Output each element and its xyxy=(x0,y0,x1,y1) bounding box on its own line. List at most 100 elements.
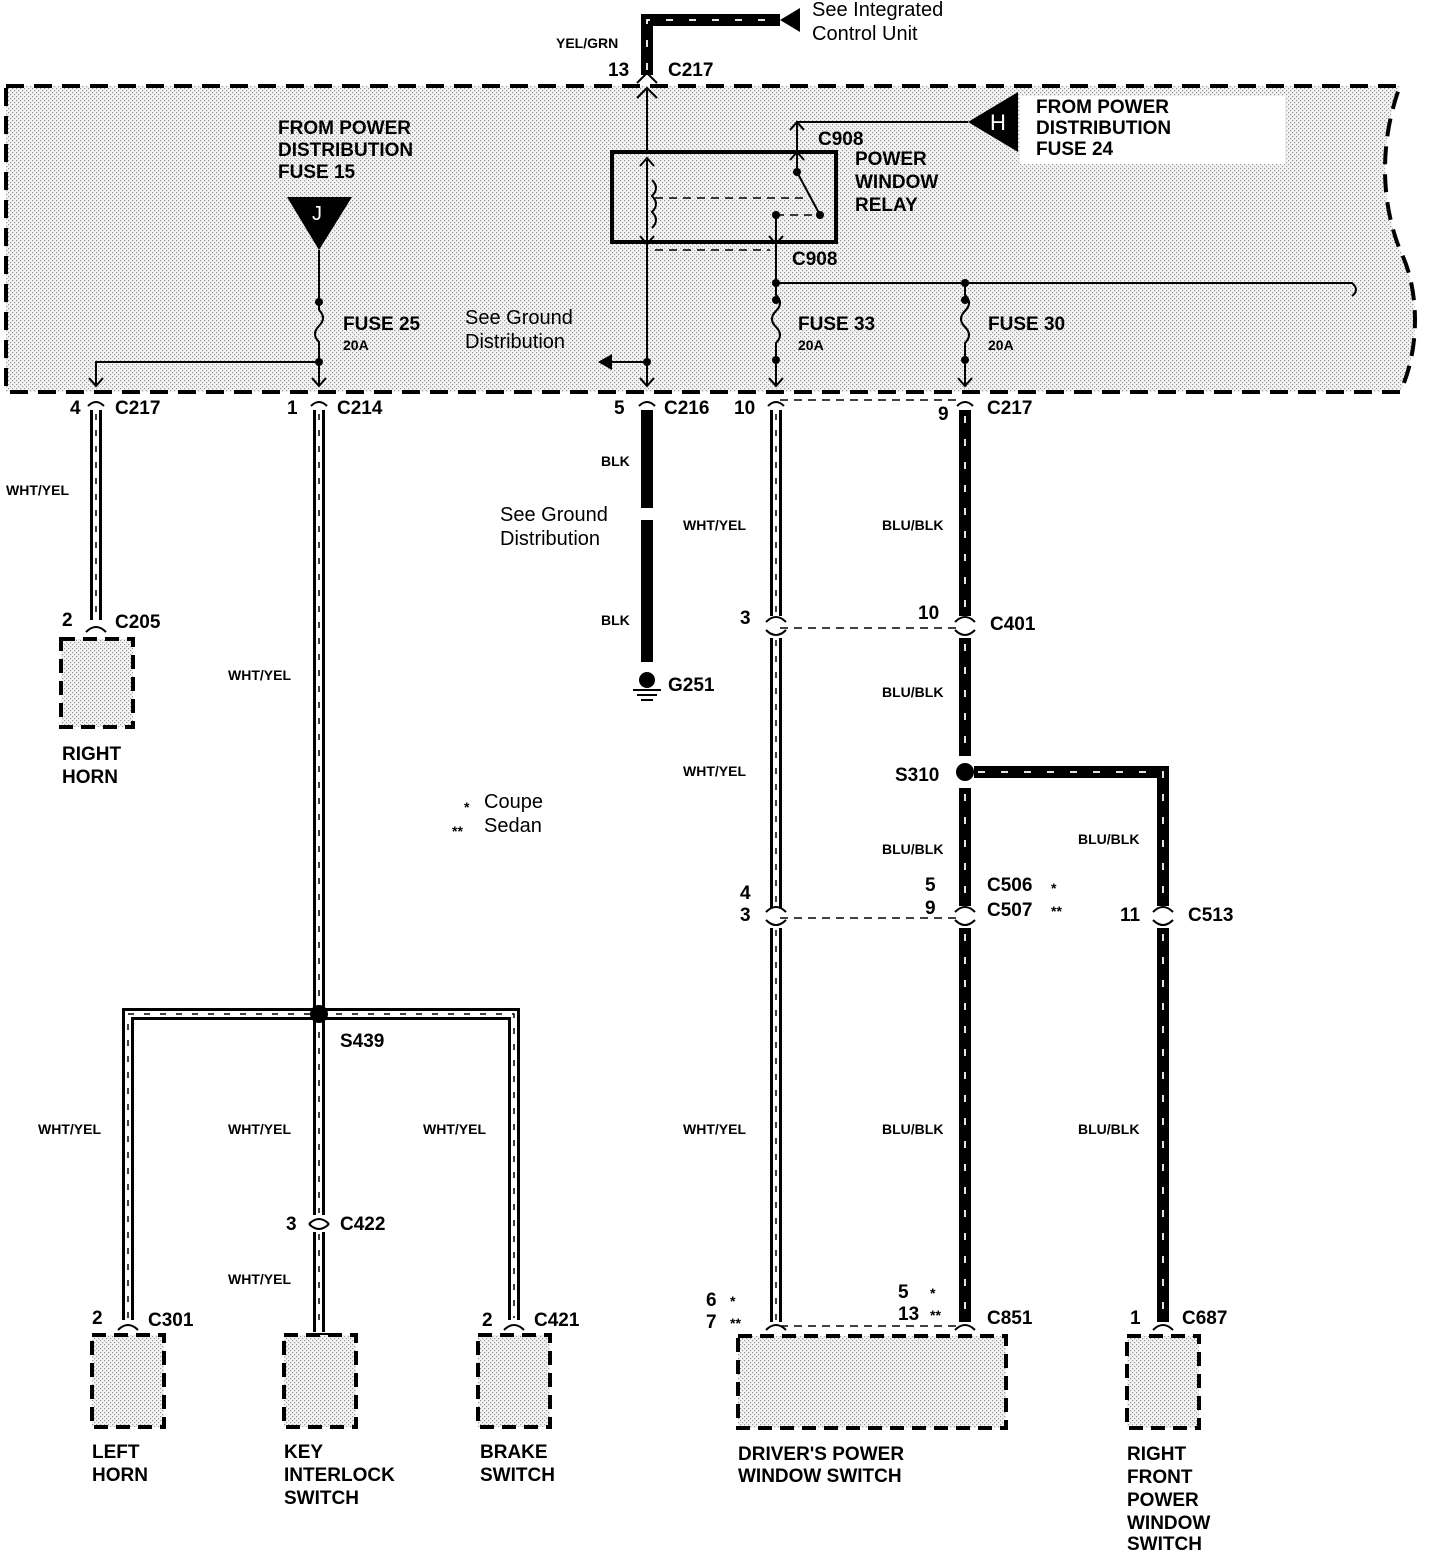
fuse30-rating: 20A xyxy=(988,337,1014,353)
fuse24-line1: FROM POWER xyxy=(1036,97,1169,118)
wire-label-blu-rf-2: BLU/BLK xyxy=(1078,1121,1139,1137)
wire-label-drv-2: WHT/YEL xyxy=(683,763,746,779)
wire-label-blu-4: BLU/BLK xyxy=(882,1121,943,1137)
source-h: H xyxy=(789,92,1018,152)
rf-switch-line2: FRONT xyxy=(1127,1467,1193,1488)
c851-mark-d: ** xyxy=(930,1307,941,1323)
left-horn xyxy=(90,1333,166,1429)
relay-line2: WINDOW xyxy=(855,172,938,193)
rf-switch-line5: SWITCH xyxy=(1127,1534,1202,1552)
legend-sedan: Sedan xyxy=(484,815,542,837)
c687-pin: 1 xyxy=(1130,1308,1141,1329)
c687-name: C687 xyxy=(1182,1308,1227,1329)
left-horn-line1: LEFT xyxy=(92,1442,140,1463)
box-exit-connector-marks xyxy=(87,401,974,407)
c216-name: C216 xyxy=(664,398,709,419)
wire-label-blk-lower: BLK xyxy=(601,612,630,628)
c507-mark: ** xyxy=(1051,903,1062,919)
c214-name: C214 xyxy=(337,398,383,419)
key-interlock-line1: KEY xyxy=(284,1442,323,1463)
fuse33-pin: 10 xyxy=(734,398,755,419)
rf-switch-line3: POWER xyxy=(1127,1490,1199,1511)
key-interlock-switch xyxy=(282,1333,358,1429)
c851-pin-d: 13 xyxy=(898,1304,919,1325)
legend-sedan-mark: ** xyxy=(452,823,463,839)
wire-right-horn xyxy=(85,410,107,633)
relay-conn-top: C908 xyxy=(818,129,863,150)
c217-left-pin: 4 xyxy=(70,398,81,419)
fuse15-line1: FROM POWER xyxy=(278,118,411,139)
left-horn-line2: HORN xyxy=(92,1465,148,1486)
rf-switch-line4: WINDOW xyxy=(1127,1513,1210,1534)
c513-name: C513 xyxy=(1188,905,1233,926)
c507-name: C507 xyxy=(987,900,1032,921)
c216-pin: 5 xyxy=(614,398,625,419)
connector-c217-top xyxy=(636,71,658,84)
c217-left-name: C217 xyxy=(115,398,160,419)
wire-label-yel-grn: YEL/GRN xyxy=(556,35,618,51)
fuse25-rating: 20A xyxy=(343,337,369,353)
splice-s439 xyxy=(310,1005,328,1023)
brake-switch-line2: SWITCH xyxy=(480,1465,555,1486)
ground-note-lower-2: Distribution xyxy=(500,528,600,550)
c421-name: C421 xyxy=(534,1310,580,1331)
fuse24-line3: FUSE 24 xyxy=(1036,139,1114,160)
c851-mark-a: * xyxy=(730,1293,736,1309)
wire-label-blu-1: BLU/BLK xyxy=(882,517,943,533)
wire-fuse30-blu-blk xyxy=(954,410,1174,1331)
c851-pin-c: 5 xyxy=(898,1282,909,1303)
fuse15-line2: DISTRIBUTION xyxy=(278,140,413,161)
c851-name: C851 xyxy=(987,1308,1033,1329)
right-front-power-window-switch xyxy=(1125,1334,1201,1430)
wire-label-key-lower: WHT/YEL xyxy=(228,1271,291,1287)
c217-top-pin: 13 xyxy=(608,60,629,81)
c851-mark-b: ** xyxy=(730,1315,741,1331)
c851-mark-c: * xyxy=(930,1285,936,1301)
wire-label-c214: WHT/YEL xyxy=(228,667,291,683)
wire-label-blk-upper: BLK xyxy=(601,453,630,469)
wire-label-right-horn: WHT/YEL xyxy=(6,482,69,498)
ground-note-upper-1: See Ground xyxy=(465,307,573,329)
fuse-25 xyxy=(88,309,327,388)
wire-label-drv-3: WHT/YEL xyxy=(683,1121,746,1137)
wire-label-blu-3: BLU/BLK xyxy=(882,841,943,857)
s439-label: S439 xyxy=(340,1031,384,1052)
ground-note-upper-2: Distribution xyxy=(465,331,565,353)
relay-conn-bottom: C908 xyxy=(792,249,837,270)
source-h-letter: H xyxy=(990,110,1006,135)
c506-pin-left: 4 xyxy=(740,883,751,904)
source-j-letter: J xyxy=(312,203,322,225)
g251-label: G251 xyxy=(668,675,715,696)
source-j: J xyxy=(287,197,352,310)
relay-line3: RELAY xyxy=(855,195,918,216)
ground-path-upper xyxy=(598,244,770,388)
brake-switch-line1: BRAKE xyxy=(480,1442,548,1463)
c214-pin: 1 xyxy=(287,398,298,419)
wire-label-brake: WHT/YEL xyxy=(423,1121,486,1137)
splice-s310 xyxy=(956,763,974,781)
ground-g251-icon xyxy=(639,672,655,688)
c851-pin-a: 6 xyxy=(706,1290,717,1311)
s439-branches xyxy=(117,1005,525,1335)
fuse33-rating: 20A xyxy=(798,337,824,353)
drivers-switch-line1: DRIVER'S POWER xyxy=(738,1444,904,1465)
fuse15-line3: FUSE 15 xyxy=(278,162,356,183)
wire-label-key-upper: WHT/YEL xyxy=(228,1121,291,1137)
c301-pin: 2 xyxy=(92,1308,103,1329)
wire-label-left-horn: WHT/YEL xyxy=(38,1121,101,1137)
c506-mark: * xyxy=(1051,880,1057,896)
rf-switch-line1: RIGHT xyxy=(1127,1444,1187,1465)
c851-pin-b: 7 xyxy=(706,1312,717,1333)
c401-name: C401 xyxy=(990,614,1036,635)
drivers-power-window-switch xyxy=(736,1334,1008,1430)
drivers-switch-line2: WINDOW SWITCH xyxy=(738,1466,902,1487)
right-horn-line2: HORN xyxy=(62,767,118,788)
c205-name: C205 xyxy=(115,612,161,633)
wire-label-drv-1: WHT/YEL xyxy=(683,517,746,533)
c422-name: C422 xyxy=(340,1214,385,1235)
c506-pin-right: 5 xyxy=(925,875,936,896)
s310-label: S310 xyxy=(895,765,939,786)
c217-right-pin: 9 xyxy=(938,404,949,425)
fuse24-line2: DISTRIBUTION xyxy=(1036,118,1171,139)
